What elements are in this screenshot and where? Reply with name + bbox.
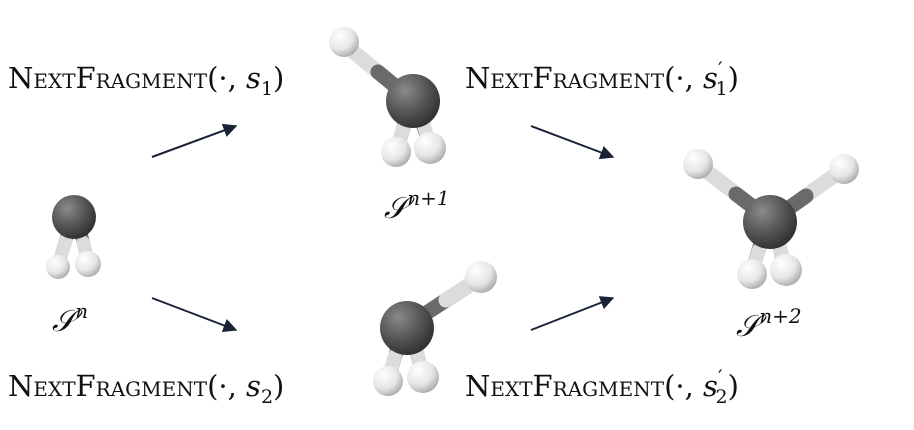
hydrogen-atom: [770, 254, 802, 286]
state-label-n-plus-1: 𝒮n+1: [384, 186, 450, 226]
hydrogen-atom: [46, 255, 70, 279]
arrow-bottom-right: [530, 296, 615, 331]
hydrogen-atom: [381, 137, 411, 167]
carbon-atom: [743, 195, 797, 249]
hydrogen-atom: [329, 27, 359, 57]
carbon-atom: [52, 195, 96, 239]
carbon-atom: [380, 301, 434, 355]
arrow-bottom-left: [151, 297, 238, 333]
hydrogen-atom: [737, 259, 767, 289]
hydrogen-atom: [829, 154, 859, 184]
label-top-right: NextFragment(·, s′1): [465, 57, 739, 100]
carbon-atom: [386, 74, 440, 128]
hydrogen-atom: [683, 149, 713, 179]
molecule-s-n-plus-2: [683, 149, 859, 289]
state-label-n-plus-2: 𝒮n+2: [736, 304, 802, 344]
hydrogen-atom: [465, 261, 497, 293]
molecule-s-n-plus-1: [329, 27, 446, 167]
molecule-bottom-middle: [373, 261, 497, 396]
molecule-s-n: [46, 195, 101, 279]
state-label-n: 𝒮n: [52, 299, 88, 339]
hydrogen-atom: [414, 132, 446, 164]
hydrogen-atom: [75, 251, 101, 277]
label-bottom-left: NextFragment(·, s2): [8, 369, 284, 408]
hydrogen-atom: [407, 361, 439, 393]
arrow-top-right: [530, 125, 615, 160]
label-bottom-right: NextFragment(·, s′2): [465, 365, 739, 408]
arrow-top-left: [151, 123, 238, 158]
label-top-left: NextFragment(·, s1): [8, 61, 284, 100]
hydrogen-atom: [373, 366, 403, 396]
